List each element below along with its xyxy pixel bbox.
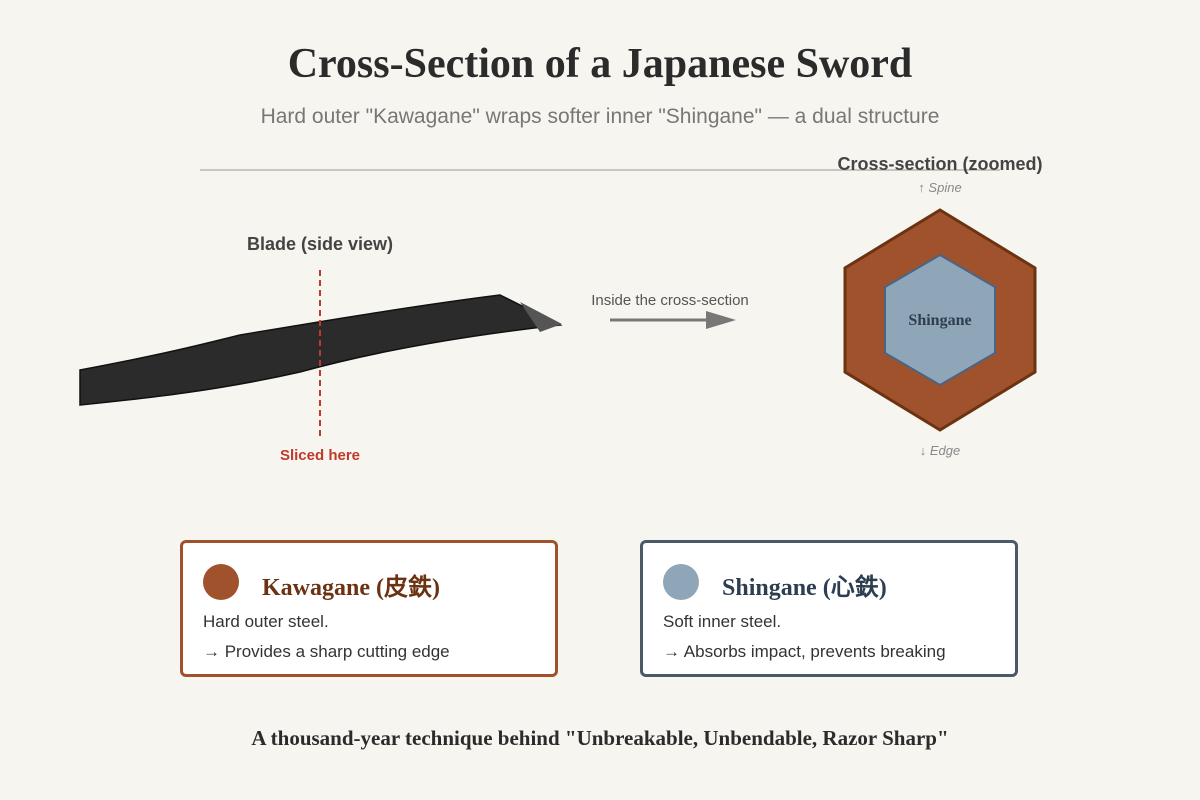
kawagane-benefit: → Provides a sharp cutting edge <box>203 642 450 661</box>
kawagane-description: Hard outer steel. <box>203 612 329 631</box>
shingane-inner-hexagon <box>884 253 996 387</box>
divider <box>200 169 1000 171</box>
side-view-label: Blade (side view) <box>247 234 393 254</box>
blade-tip <box>520 302 562 332</box>
shingane-inner-label: Shingane <box>908 312 971 329</box>
edge-label: ↓ Edge <box>920 443 960 458</box>
cross-section-label: Cross-section (zoomed) <box>837 154 1042 174</box>
spine-label: ↑ Spine <box>918 180 961 195</box>
page-title: Cross-Section of a Japanese Sword <box>287 41 913 87</box>
shingane-legend-card: Shingane (心鉄) Soft inner steel. → Absorb… <box>640 540 1018 677</box>
footer-caption: A thousand-year technique behind "Unbrea… <box>251 726 949 750</box>
shingane-swatch <box>663 564 699 600</box>
kawagane-title: Kawagane (皮鉄) <box>262 575 440 601</box>
shingane-description: Soft inner steel. <box>663 612 782 631</box>
kawagane-swatch <box>203 564 239 600</box>
slice-label: Sliced here <box>280 447 360 464</box>
shingane-title: Shingane (心鉄) <box>722 575 887 601</box>
arrow-label: Inside the cross-section <box>591 292 749 309</box>
shingane-benefit: → Absorbs impact, prevents breaking <box>663 642 946 661</box>
page-subtitle: Hard outer "Kawagane" wraps softer inner… <box>260 105 940 128</box>
kawagane-legend-card: Kawagane (皮鉄) Hard outer steel. → Provid… <box>180 540 558 677</box>
arrow-head <box>706 311 736 329</box>
